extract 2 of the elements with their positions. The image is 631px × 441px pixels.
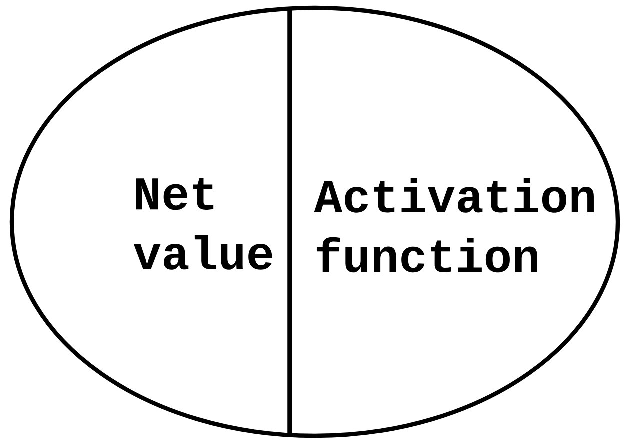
label-text: Net value (134, 178, 272, 270)
label-text: Activation function (314, 178, 594, 273)
